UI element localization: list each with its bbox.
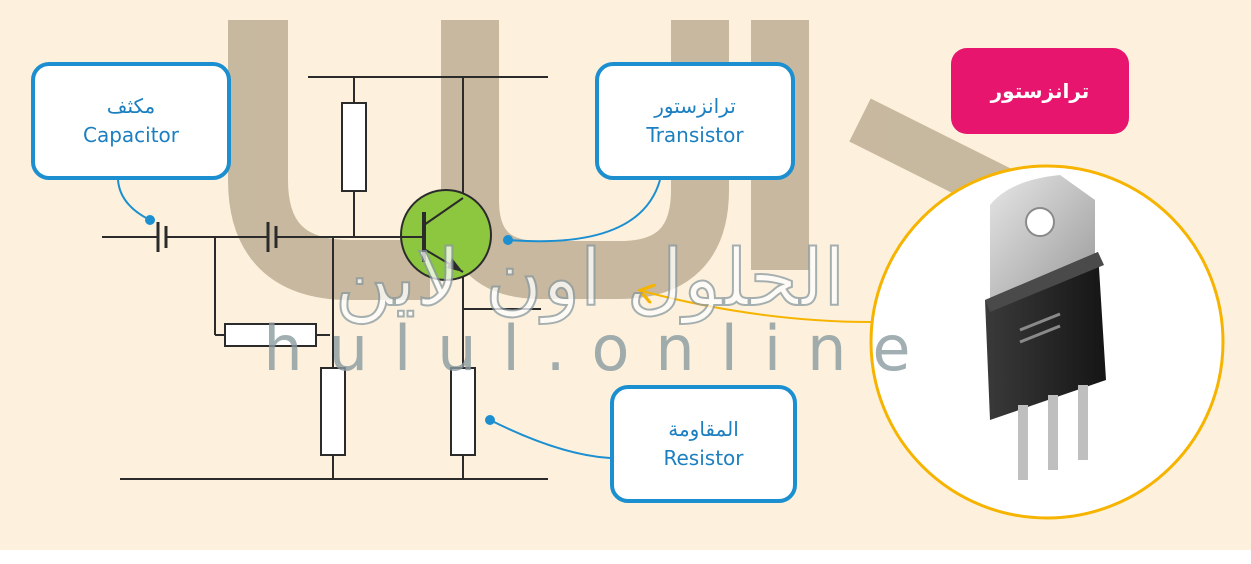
transistor-pointer-dot <box>503 235 513 245</box>
circuit-wires <box>102 76 548 480</box>
magnifier-arrow <box>642 291 873 323</box>
capacitor-callout: مكثف Capacitor <box>31 62 231 180</box>
capacitor-label-arabic: مكثف <box>106 94 156 118</box>
transistor-heading-tag: ترانزستور <box>951 48 1129 134</box>
capacitor-symbol-1 <box>156 222 168 252</box>
capacitor-label-english: Capacitor <box>82 123 180 147</box>
transistor-label-english: Transistor <box>646 123 744 147</box>
resistor-symbol-bottom-right <box>450 367 476 456</box>
resistor-pointer-dot <box>485 415 495 425</box>
capacitor-pointer-dot <box>145 215 155 225</box>
resistor-symbol-bottom-left <box>320 367 346 456</box>
transistor-symbol <box>400 189 492 281</box>
transistor-label-arabic: ترانزستور <box>654 94 736 118</box>
resistor-callout: المقاومة Resistor <box>610 385 797 503</box>
transistor-photo <box>869 164 1225 520</box>
watermark-latin: hulul.online <box>263 312 936 385</box>
resistor-label-english: Resistor <box>663 446 744 470</box>
callout-connectors <box>117 179 661 459</box>
resistor-symbol-top <box>341 102 367 192</box>
transistor-callout: ترانزستور Transistor <box>595 62 795 180</box>
resistor-symbol-horizontal <box>224 323 317 347</box>
watermark-arabic: الحلول اون لاين <box>335 234 845 325</box>
resistor-label-arabic: المقاومة <box>668 417 739 441</box>
capacitor-symbol-2 <box>266 222 278 252</box>
